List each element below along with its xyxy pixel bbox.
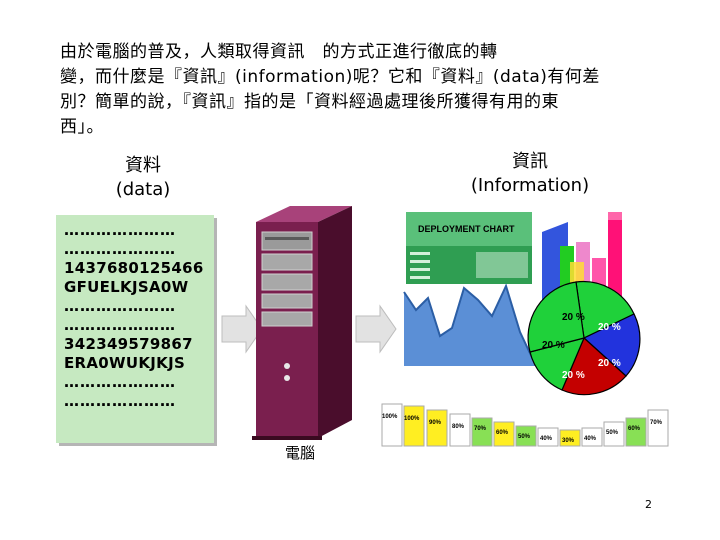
bar-label: 100% (404, 416, 420, 422)
pie-label: 20 % (542, 340, 565, 351)
bar-label: 80% (452, 424, 465, 430)
intro-line-3: 別？簡單的說，『資訊』指的是「資料經過處理後所獲得有用的東 (60, 92, 559, 112)
computer-label: 電腦 (284, 444, 315, 462)
data-line: 1437680125466 (64, 259, 204, 277)
bar-label: 40% (584, 436, 597, 442)
bar-label: 70% (474, 426, 487, 432)
deployment-chart-icon (406, 212, 532, 284)
data-line: ………………… (64, 373, 176, 391)
data-label-zh: 資料 (125, 155, 161, 176)
info-label-zh: 資訊 (512, 151, 548, 172)
bar-label: 60% (628, 426, 641, 432)
info-label-en: (Information) (470, 175, 590, 196)
bar-label: 70% (650, 420, 663, 426)
bar-label: 40% (540, 436, 553, 442)
arrow-right-icon (221, 304, 263, 354)
bar-label: 100% (382, 414, 398, 420)
intro-line-1: 由於電腦的普及，人類取得資訊 的方式正進行徹底的轉 (60, 42, 498, 62)
data-line: GFUELKJSA0W (64, 278, 189, 296)
data-line: 342349579867 (64, 335, 193, 353)
pie-label: 20 % (598, 358, 621, 369)
data-line: ………………… (64, 392, 176, 410)
deployment-chart-title: DEPLOYMENT CHART (418, 224, 515, 234)
data-line: ………………… (64, 221, 176, 239)
percent-bars-icon (381, 403, 669, 447)
intro-line-2: 變，而什麼是『資訊』(information)呢？它和『資料』(data)有何差 (60, 67, 600, 87)
page-number: 2 (645, 498, 652, 511)
data-line: ………………… (64, 297, 176, 315)
info-label: 資訊 (Information) (450, 150, 610, 198)
pie-label: 20 % (562, 312, 585, 323)
bar-label: 50% (606, 430, 619, 436)
pie-chart-icon (527, 280, 641, 396)
bar-label: 60% (496, 430, 509, 436)
data-line: ERA0WUKJKJS (64, 354, 186, 372)
data-label: 資料 (data) (98, 154, 188, 202)
intro-line-4: 西」。 (60, 117, 104, 137)
data-line: ………………… (64, 316, 176, 334)
arrow-right-icon (355, 304, 397, 354)
pie-label: 20 % (598, 322, 621, 333)
pie-label: 20 % (562, 370, 585, 381)
data-panel: ………………… ………………… 1437680125466 GFUELKJSA0… (56, 215, 214, 443)
computer-tower-icon (252, 206, 352, 440)
intro-paragraph: 由於電腦的普及，人類取得資訊 的方式正進行徹底的轉 變，而什麼是『資訊』(inf… (60, 40, 660, 140)
bar-label: 90% (429, 420, 442, 426)
bar-label: 50% (518, 434, 531, 440)
area-chart-icon (403, 283, 537, 367)
data-label-en: (data) (115, 179, 171, 200)
data-line: ………………… (64, 240, 176, 258)
bar-label: 30% (562, 438, 575, 444)
